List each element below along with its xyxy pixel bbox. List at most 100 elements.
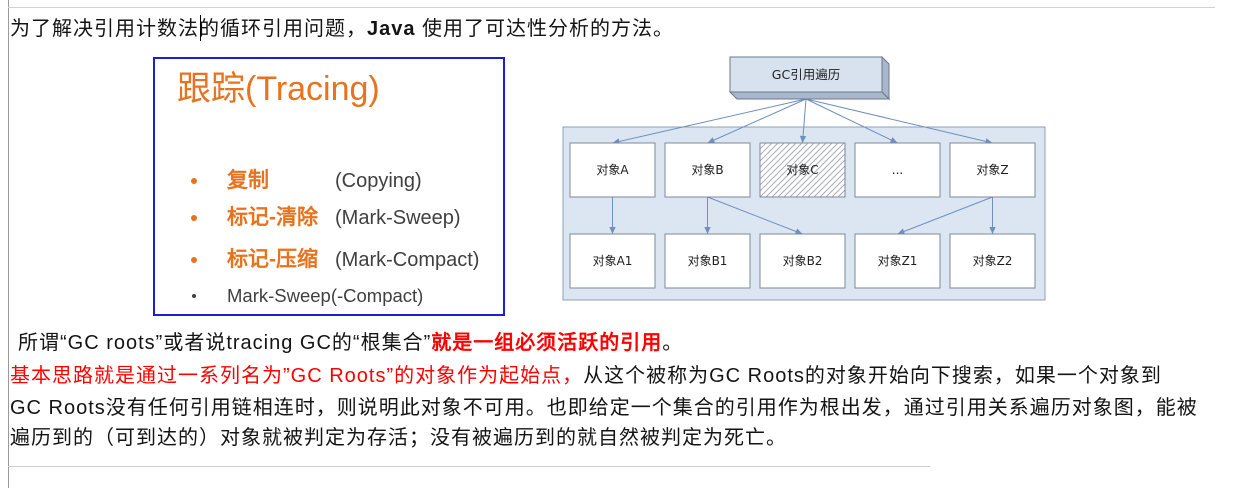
hatch-line xyxy=(759,142,809,192)
page-border-left xyxy=(8,0,9,488)
bullet-icon xyxy=(192,294,196,298)
slide-title: 跟踪(Tracing) xyxy=(177,70,380,108)
object-node-level-2-2: 对象B1 xyxy=(664,233,751,289)
node-label: 对象B1 xyxy=(688,254,728,268)
hatch-line xyxy=(831,183,846,198)
root-node-face xyxy=(729,56,883,93)
object-node-level-1-3: 对象C xyxy=(759,142,846,198)
hatch-line xyxy=(771,142,827,198)
root-node-label: GC引用遍历 xyxy=(772,67,840,82)
explanation-text: 从这个被称为GC Roots的对象开始向下搜索，如果一个对象到 xyxy=(583,365,1162,387)
definition-tail: 。 xyxy=(662,332,684,354)
object-node-level-1-4: ... xyxy=(854,142,941,198)
reference-edge xyxy=(707,196,803,235)
bullet-icon xyxy=(191,215,197,221)
hatch-line xyxy=(765,142,821,198)
hatch-line xyxy=(837,189,846,198)
hatch-line xyxy=(759,142,797,180)
bullet-icon xyxy=(191,178,197,184)
arrowhead xyxy=(889,137,898,143)
hatch-line xyxy=(813,165,846,198)
slide-item-mark-sweep-compact: Mark-Sweep(-Compact) xyxy=(155,281,495,311)
slide-item-mark-compact: 标记-压缩 (Mark-Compact) xyxy=(155,245,495,275)
intro-text-before-cursor: 为了解决引用计数法 xyxy=(10,18,199,40)
arrowhead xyxy=(897,228,906,235)
hatch-line xyxy=(759,142,815,198)
node-label: 对象B xyxy=(691,163,723,177)
object-node-level-2-4: 对象Z1 xyxy=(854,233,941,289)
node-box xyxy=(759,142,846,198)
explanation-line-3[interactable]: 遍历到的（可到达的）对象就被判定为存活；没有被遍历到的就自然被判定为死亡。 xyxy=(10,427,787,449)
hatch-line xyxy=(783,142,839,198)
explanation-line-2[interactable]: GC Roots没有任何引用链相连时，则说明此对象不可用。也即给定一个集合的引用… xyxy=(10,397,1198,419)
hatch-line xyxy=(759,142,785,168)
slide-item-text: Mark-Sweep(-Compact) xyxy=(227,285,424,306)
node-label: 对象B2 xyxy=(783,254,823,268)
definition-emphasis: 就是一组必须活跃的引用 xyxy=(431,332,663,354)
node-box xyxy=(569,142,656,198)
node-box xyxy=(854,142,941,198)
reference-edge xyxy=(805,98,993,144)
hatch-line xyxy=(759,142,791,174)
tracing-slide-image[interactable]: 跟踪(Tracing) 复制 (Copying) 标记-清除 (Mark-Swe… xyxy=(153,57,505,316)
hatch-line xyxy=(759,142,779,162)
hatch-line xyxy=(759,142,803,186)
object-node-level-1-2: 对象B xyxy=(664,142,751,198)
arrowhead xyxy=(989,227,996,234)
slide-item-copying: 复制 (Copying) xyxy=(155,166,495,196)
reference-edge xyxy=(805,98,898,144)
node-box xyxy=(949,142,1036,198)
node-box xyxy=(854,233,941,289)
reference-edge xyxy=(612,98,807,144)
object-node-level-2-3: 对象B2 xyxy=(759,233,846,289)
intro-text-after-cursor: 的循环引用问题， xyxy=(199,18,367,40)
object-node-level-2-1: 对象A1 xyxy=(569,233,656,289)
object-node-level-1-5: 对象Z xyxy=(949,142,1036,198)
slide-item-mark-sweep: 标记-清除 (Mark-Sweep) xyxy=(155,203,495,233)
node-label: 对象Z2 xyxy=(973,254,1013,268)
hatch-line xyxy=(825,177,846,198)
hatch-line xyxy=(819,171,846,198)
node-label: ... xyxy=(892,163,903,177)
arrowhead xyxy=(794,228,803,235)
node-label: 对象Z xyxy=(976,163,1008,177)
hatch-line xyxy=(801,153,846,198)
hatch-line xyxy=(795,147,846,198)
arrowhead xyxy=(609,227,616,234)
definition-paragraph[interactable]: 所谓“GC roots”或者说tracing GC的“根集合”就是一组必须活跃的… xyxy=(18,330,683,356)
node-label: 对象A1 xyxy=(593,254,633,268)
gc-root-node: GC引用遍历 xyxy=(728,55,891,101)
slide-item-term: 标记-清除 xyxy=(227,206,318,229)
page-border-bottom xyxy=(8,466,930,467)
page-border-top xyxy=(8,7,1215,8)
hatch-line xyxy=(777,142,833,198)
node-box xyxy=(949,233,1036,289)
node-box xyxy=(664,233,751,289)
arrowhead xyxy=(799,135,807,143)
slide-item-term: 标记-压缩 xyxy=(227,248,318,271)
explanation-paragraph[interactable]: 基本思路就是通过一系列名为”GC Roots”的对象作为起始点，从这个被称为GC… xyxy=(10,363,1225,451)
hatch-line xyxy=(807,159,846,198)
gc-traversal-diagram[interactable]: 对象A 对象B 对象C... 对象Z 对象A1 对象B1 对象B2 对象Z1 对象Z2 GC引用… xyxy=(555,50,1055,310)
diagram-nodes: 对象A 对象B 对象C... 对象Z 对象A1 对象B1 对象B2 对象Z1 对象Z2 xyxy=(569,142,1036,289)
diagram-edges xyxy=(609,98,996,235)
arrowhead xyxy=(704,227,711,234)
explanation-line-1[interactable]: 基本思路就是通过一系列名为”GC Roots”的对象作为起始点，从这个被称为GC… xyxy=(10,363,1162,389)
bullet-icon xyxy=(191,257,197,263)
intro-paragraph[interactable]: 为了解决引用计数法的循环引用问题，Java 使用了可达性分析的方法。 xyxy=(10,15,674,42)
intro-text-rest: 使用了可达性分析的方法。 xyxy=(415,18,675,40)
hatch-line xyxy=(759,142,767,150)
reference-edge xyxy=(897,196,993,235)
slide-item-note: (Mark-Sweep) xyxy=(335,207,461,229)
definition-lead: 所谓“GC roots”或者说tracing GC的“根集合” xyxy=(18,332,432,354)
node-box xyxy=(664,142,751,198)
object-node-level-2-5: 对象Z2 xyxy=(949,233,1036,289)
node-box-outline xyxy=(759,142,846,198)
reference-edge xyxy=(802,98,807,144)
node-label: 对象Z1 xyxy=(878,254,918,268)
node-label: 对象A xyxy=(596,163,629,177)
text-cursor xyxy=(200,15,201,41)
arrowhead xyxy=(707,137,716,144)
slide-item-term: 复制 xyxy=(227,169,269,192)
hatch-line xyxy=(789,142,845,198)
